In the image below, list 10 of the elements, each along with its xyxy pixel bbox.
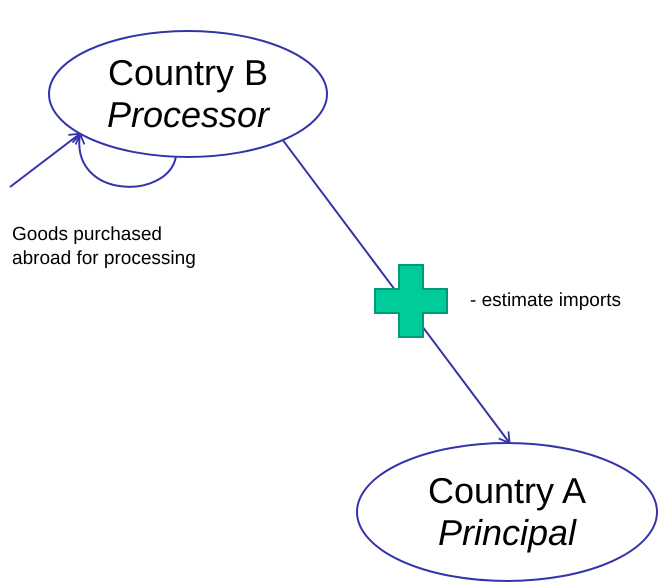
country-role: Processor <box>106 94 270 136</box>
note: - estimate imports <box>470 289 622 313</box>
note: Goods purchased abroad for processing <box>12 223 197 271</box>
arrow <box>9 132 81 188</box>
country-ellipse <box>356 442 658 582</box>
country-name: Country A <box>428 470 586 512</box>
country-name: Country B <box>108 52 268 94</box>
country-ellipse <box>48 30 328 158</box>
country-role: Principal <box>438 512 576 554</box>
arrow <box>72 132 177 188</box>
